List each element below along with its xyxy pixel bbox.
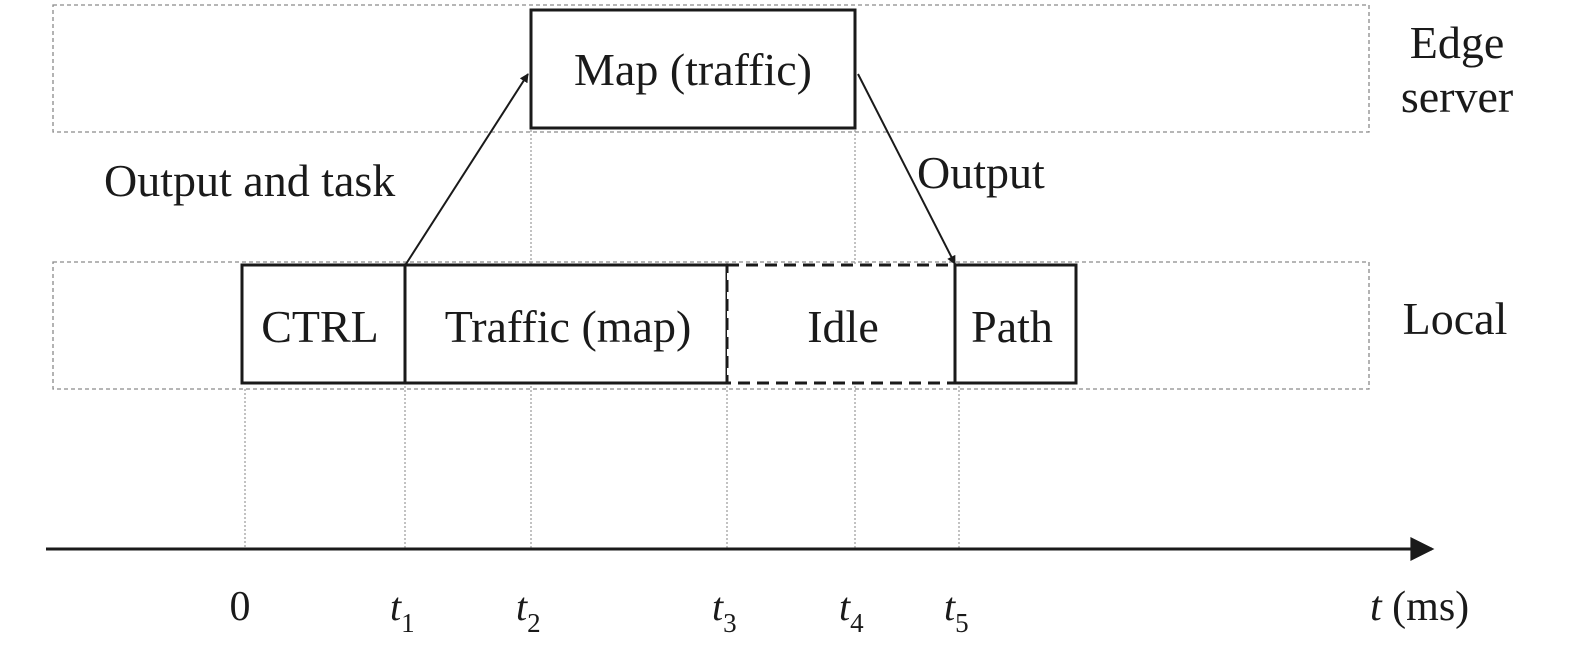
tick-t3: t3	[712, 584, 737, 638]
tick-t5: t5	[944, 584, 969, 638]
tick-t1: t1	[390, 584, 415, 638]
download-arrow	[857, 73, 956, 265]
map-traffic-label: Map (traffic)	[574, 44, 812, 95]
edge-server-lane	[52, 4, 1370, 133]
ctrl-label: CTRL	[261, 301, 379, 352]
local-lane-label: Local	[1403, 293, 1508, 344]
tick-t4: t4	[839, 584, 864, 638]
edge-lane-label-line2: server	[1401, 71, 1513, 122]
path-label: Path	[971, 301, 1053, 352]
path-box	[953, 263, 1078, 385]
tick-origin: 0	[230, 584, 251, 630]
tick-t2: t2	[516, 584, 541, 638]
ctrl-box	[240, 263, 407, 385]
idle-label: Idle	[807, 301, 879, 352]
map-traffic-box	[529, 8, 857, 130]
traffic-map-box	[403, 263, 729, 385]
axis-label: t (ms)	[1370, 584, 1469, 630]
local-lane	[52, 261, 1370, 390]
upload-arrow	[405, 73, 529, 265]
upload-arrow-label: Output and task	[104, 155, 395, 206]
traffic-map-label: Traffic (map)	[445, 301, 692, 352]
download-arrow-label: Output	[917, 147, 1045, 198]
edge-lane-label-line1: Edge	[1410, 17, 1505, 68]
